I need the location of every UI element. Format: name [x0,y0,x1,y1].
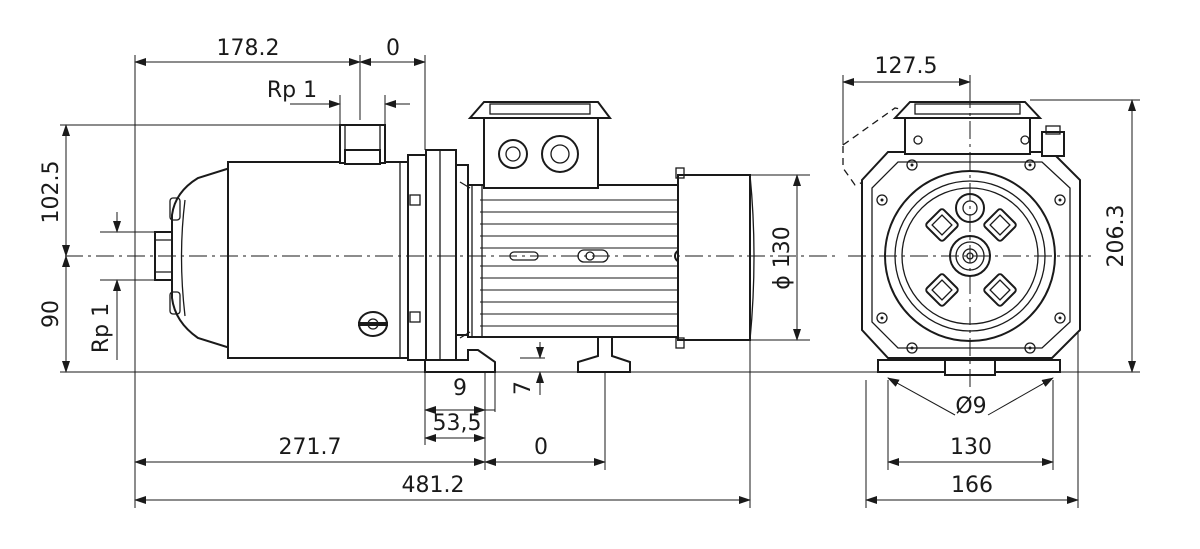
front-windows [925,208,1017,307]
dim-0-top: 0 [386,36,400,61]
drain-plug [358,311,388,337]
dim-206-3: 206.3 [1104,205,1129,268]
dim-53-5: 53,5 [433,411,482,436]
terminal-box [467,101,612,189]
dim-phi-9: Ø9 [955,394,986,419]
dim-127-5: 127.5 [875,54,938,79]
dim-130: 130 [950,435,992,460]
front-dimension-lines [842,78,1136,504]
fan-cover [675,167,755,349]
dim-166: 166 [951,473,993,498]
motor-body [459,181,688,339]
motor-foot [577,336,631,373]
front-terminal-box [892,101,1065,157]
dim-90: 90 [39,300,64,328]
dim-102-5: 102.5 [39,161,64,224]
dim-271-7: 271.7 [279,435,342,460]
side-view: 178.2 0 Rp 1 102.5 90 Rp 1 9 7 53,5 271.… [39,36,1140,508]
pump-foot [424,349,496,373]
side-dimension-lines [62,58,801,504]
dim-481-2: 481.2 [402,473,465,498]
front-view: 127.5 206.3 Ø9 130 166 [842,54,1140,508]
dim-178-2: 178.2 [217,36,280,61]
dim-0-bottom: 0 [534,435,548,460]
corner-bolts [876,159,1066,354]
dim-phi-130: ϕ 130 [770,226,795,290]
dim-7: 7 [511,381,536,395]
dim-9: 9 [453,376,467,401]
dim-rp-top: Rp 1 [267,78,317,103]
discharge-nozzle [339,124,386,165]
pump-end-cover [171,166,231,350]
dim-rp-side: Rp 1 [89,303,114,353]
